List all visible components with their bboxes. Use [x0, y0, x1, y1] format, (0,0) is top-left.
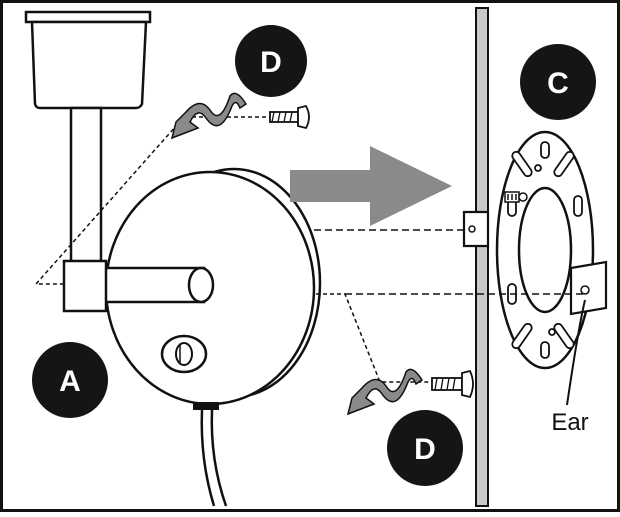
arm-socket [187, 266, 215, 304]
rotate-arrow-icon [346, 368, 424, 416]
badge-c: C [520, 44, 596, 120]
screw-icon [431, 369, 474, 399]
rotate-arrow-icon [170, 92, 248, 140]
badge-d-top-label: D [260, 46, 282, 79]
badge-d-top: D [235, 25, 307, 97]
badge-a-label: A [59, 365, 81, 398]
direction-arrow-icon [290, 146, 452, 226]
screw-icon [269, 104, 310, 130]
power-cord [193, 402, 228, 507]
badge-c-label: C [547, 67, 569, 100]
ear-label: Ear [551, 409, 588, 436]
fixture-collar [62, 259, 108, 313]
mounting-plate [495, 130, 595, 370]
mounting-ear-right [569, 260, 608, 316]
wall-panel [475, 7, 489, 507]
badge-a: A [32, 342, 108, 418]
badge-d-bottom-label: D [414, 433, 436, 466]
mounting-ear-left [462, 210, 490, 248]
ear-leader-line [566, 299, 586, 406]
fixture-head [24, 10, 152, 110]
fixture-stem [69, 106, 103, 266]
badge-d-bottom: D [387, 410, 463, 486]
switch-knob [160, 334, 208, 374]
